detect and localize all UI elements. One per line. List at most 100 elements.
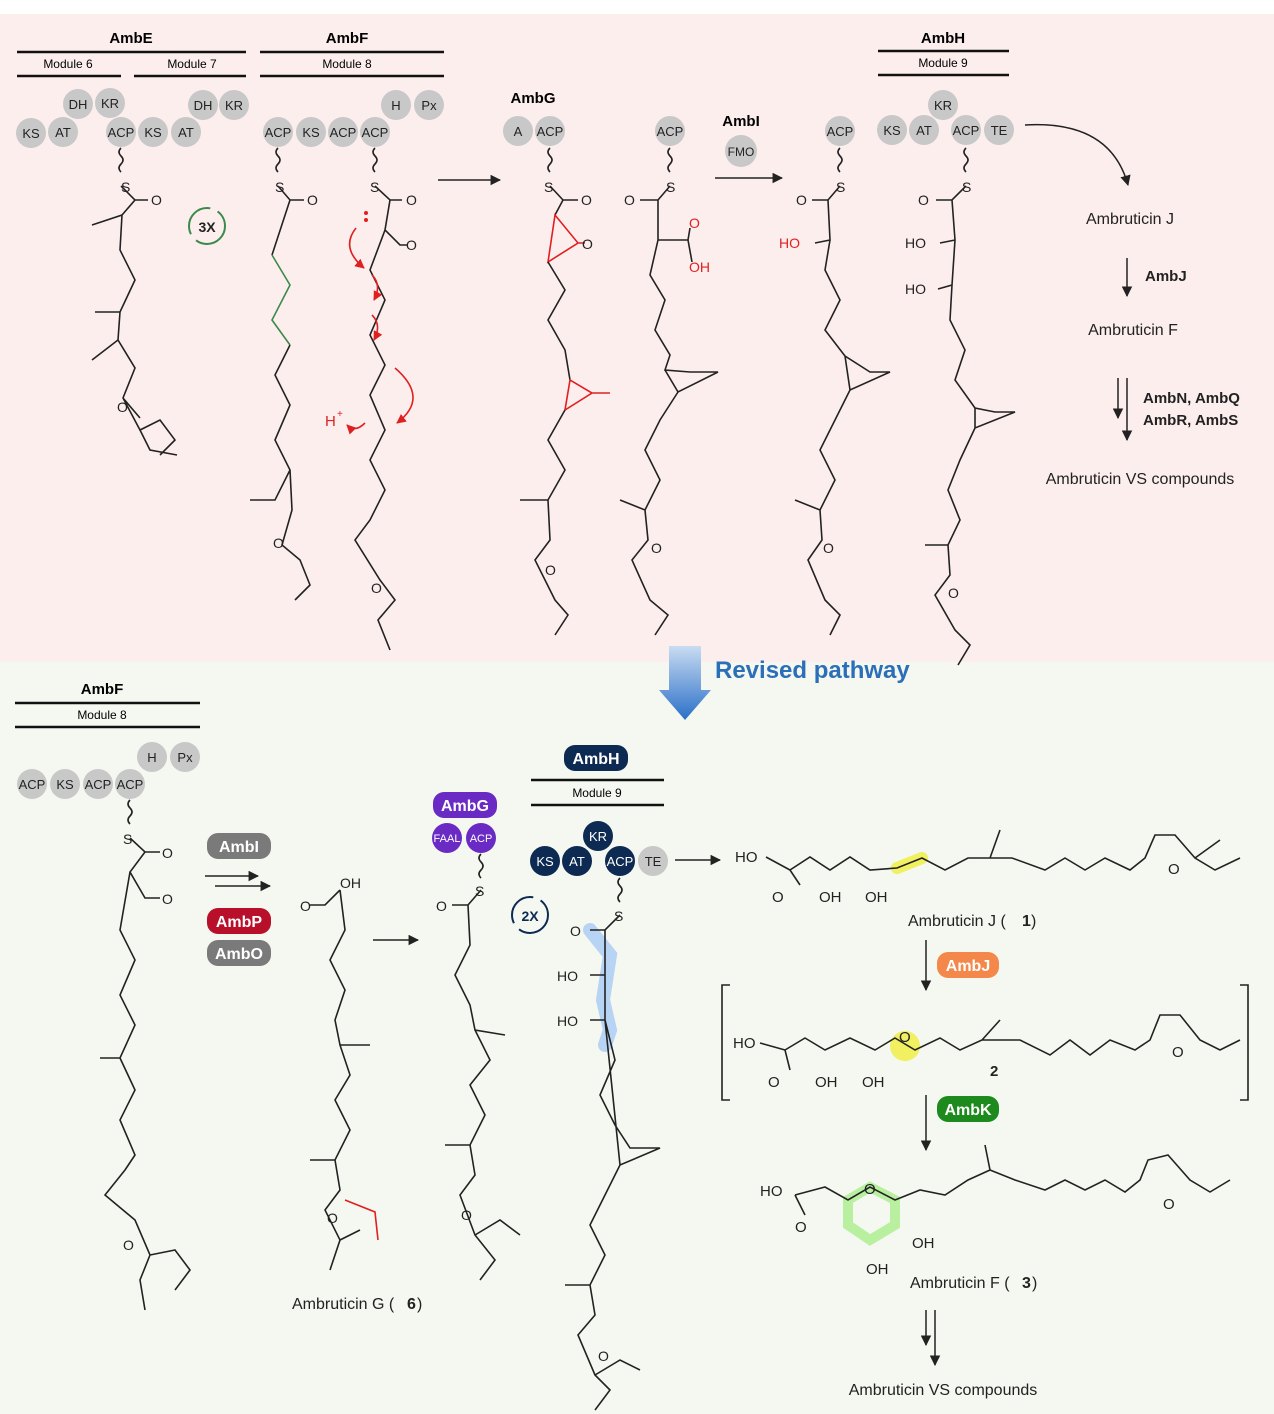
svg-text:AT: AT xyxy=(55,125,71,140)
svg-text:DH: DH xyxy=(194,98,213,113)
svg-text:ACP: ACP xyxy=(362,125,389,140)
svg-text:AmbJ: AmbJ xyxy=(946,958,990,975)
ambG-title: AmbG xyxy=(511,90,556,107)
domain-px: Px xyxy=(414,90,444,120)
svg-text:ACP: ACP xyxy=(470,833,493,845)
domain-acp: ACP xyxy=(605,846,635,876)
domain-ks: KS xyxy=(138,117,168,147)
svg-text:O: O xyxy=(823,540,834,556)
bottom-ambF-header: AmbF Module 8 xyxy=(15,681,200,729)
ambI-title: AmbI xyxy=(722,113,760,130)
svg-text:ACP: ACP xyxy=(108,125,135,140)
domain-acp: ACP xyxy=(17,769,47,799)
svg-text:O: O xyxy=(406,237,417,253)
svg-text:ACP: ACP xyxy=(265,125,292,140)
domain-acp: ACP xyxy=(106,117,136,147)
svg-text:O: O xyxy=(300,898,311,914)
domain-faal: FAAL xyxy=(432,823,462,853)
svg-text:3: 3 xyxy=(1022,1275,1031,1292)
ambruticin-g-label: Ambruticin G ( 6 ) xyxy=(292,1296,422,1313)
svg-text:O: O xyxy=(406,192,417,208)
compound-2-label: 2 xyxy=(990,1063,998,1080)
domain-at: AT xyxy=(909,115,939,145)
svg-text:O: O xyxy=(624,192,635,208)
domain-acp: ACP xyxy=(535,116,565,146)
svg-text:Module 9: Module 9 xyxy=(572,786,622,800)
svg-text:O: O xyxy=(461,1207,472,1223)
ambG-domains: FAAL ACP xyxy=(432,823,496,853)
ambI-badge: AmbI xyxy=(207,833,271,859)
domain-te: TE xyxy=(638,846,668,876)
svg-text:ACP: ACP xyxy=(117,777,144,792)
module-8-label: Module 8 xyxy=(322,57,372,71)
svg-text:OH: OH xyxy=(815,1074,838,1091)
svg-text:TE: TE xyxy=(991,123,1008,138)
svg-text:S: S xyxy=(836,179,845,195)
ambK-badge: AmbK xyxy=(937,1096,999,1122)
svg-text:DH: DH xyxy=(69,97,88,112)
domain-acp: ACP xyxy=(655,116,685,146)
svg-text:OH: OH xyxy=(340,875,361,891)
svg-text:KR: KR xyxy=(934,98,952,113)
top-ambj-enzyme: AmbJ xyxy=(1145,268,1187,285)
svg-text:O: O xyxy=(327,1210,338,1226)
svg-text:O: O xyxy=(796,192,807,208)
ambH-title: AmbH xyxy=(921,30,965,47)
svg-text:S: S xyxy=(666,179,675,195)
svg-text:KR: KR xyxy=(589,829,607,844)
svg-text:ACP: ACP xyxy=(607,854,634,869)
svg-text:KS: KS xyxy=(883,123,901,138)
domain-kr: KR xyxy=(95,88,125,118)
module-6-label: Module 6 xyxy=(43,57,93,71)
iteration-3x-icon: 3X xyxy=(188,207,226,245)
svg-text:ACP: ACP xyxy=(537,124,564,139)
svg-text:OH: OH xyxy=(865,889,888,906)
svg-text:O: O xyxy=(123,1237,134,1253)
svg-text:ACP: ACP xyxy=(19,777,46,792)
svg-text:AT: AT xyxy=(916,123,932,138)
svg-text:AmbF: AmbF xyxy=(81,681,124,698)
svg-text:6: 6 xyxy=(407,1296,416,1313)
ambE-domains: DH KR KS AT ACP KS AT DH KR xyxy=(16,88,249,148)
svg-text:O: O xyxy=(162,891,173,907)
svg-text:O: O xyxy=(570,923,581,939)
svg-text:HO: HO xyxy=(779,235,800,251)
svg-text:O: O xyxy=(948,585,959,601)
svg-text:Ambruticin G (: Ambruticin G ( xyxy=(292,1296,395,1313)
svg-text:): ) xyxy=(1031,913,1036,930)
ambH-bottom-header: AmbH Module 9 xyxy=(531,745,664,807)
svg-text:O: O xyxy=(162,845,173,861)
domain-ks: KS xyxy=(877,115,907,145)
bottom-arrows xyxy=(205,854,941,1367)
revised-pathway-arrow xyxy=(659,646,711,720)
svg-text:Ambruticin F (: Ambruticin F ( xyxy=(910,1275,1010,1292)
svg-text:3X: 3X xyxy=(198,219,216,235)
svg-text:O: O xyxy=(689,215,700,231)
svg-text:): ) xyxy=(417,1296,422,1313)
svg-text:H: H xyxy=(147,750,156,765)
svg-text:KR: KR xyxy=(101,96,119,111)
domain-ks: KS xyxy=(50,769,80,799)
svg-text:O: O xyxy=(151,192,162,208)
svg-text:HO: HO xyxy=(760,1183,783,1200)
domain-at: AT xyxy=(171,117,201,147)
svg-text:HO: HO xyxy=(557,968,578,984)
top-enzymes-line2: AmbR, AmbS xyxy=(1143,412,1238,429)
domain-acp: ACP xyxy=(951,115,981,145)
domain-kr: KR xyxy=(928,90,958,120)
svg-text:ACP: ACP xyxy=(953,123,980,138)
svg-text:O: O xyxy=(768,1074,780,1091)
top-enzymes-line1: AmbN, AmbQ xyxy=(1143,390,1240,407)
svg-text:AmbG: AmbG xyxy=(441,798,489,815)
domain-acp: ACP xyxy=(83,769,113,799)
domain-te: TE xyxy=(984,115,1014,145)
domain-acp: ACP xyxy=(360,117,390,147)
domain-ks: KS xyxy=(296,117,326,147)
domain-kr: KR xyxy=(219,90,249,120)
svg-text:HO: HO xyxy=(905,281,926,297)
svg-text:KS: KS xyxy=(22,126,40,141)
svg-text:OH: OH xyxy=(689,259,710,275)
svg-text:KS: KS xyxy=(56,777,74,792)
